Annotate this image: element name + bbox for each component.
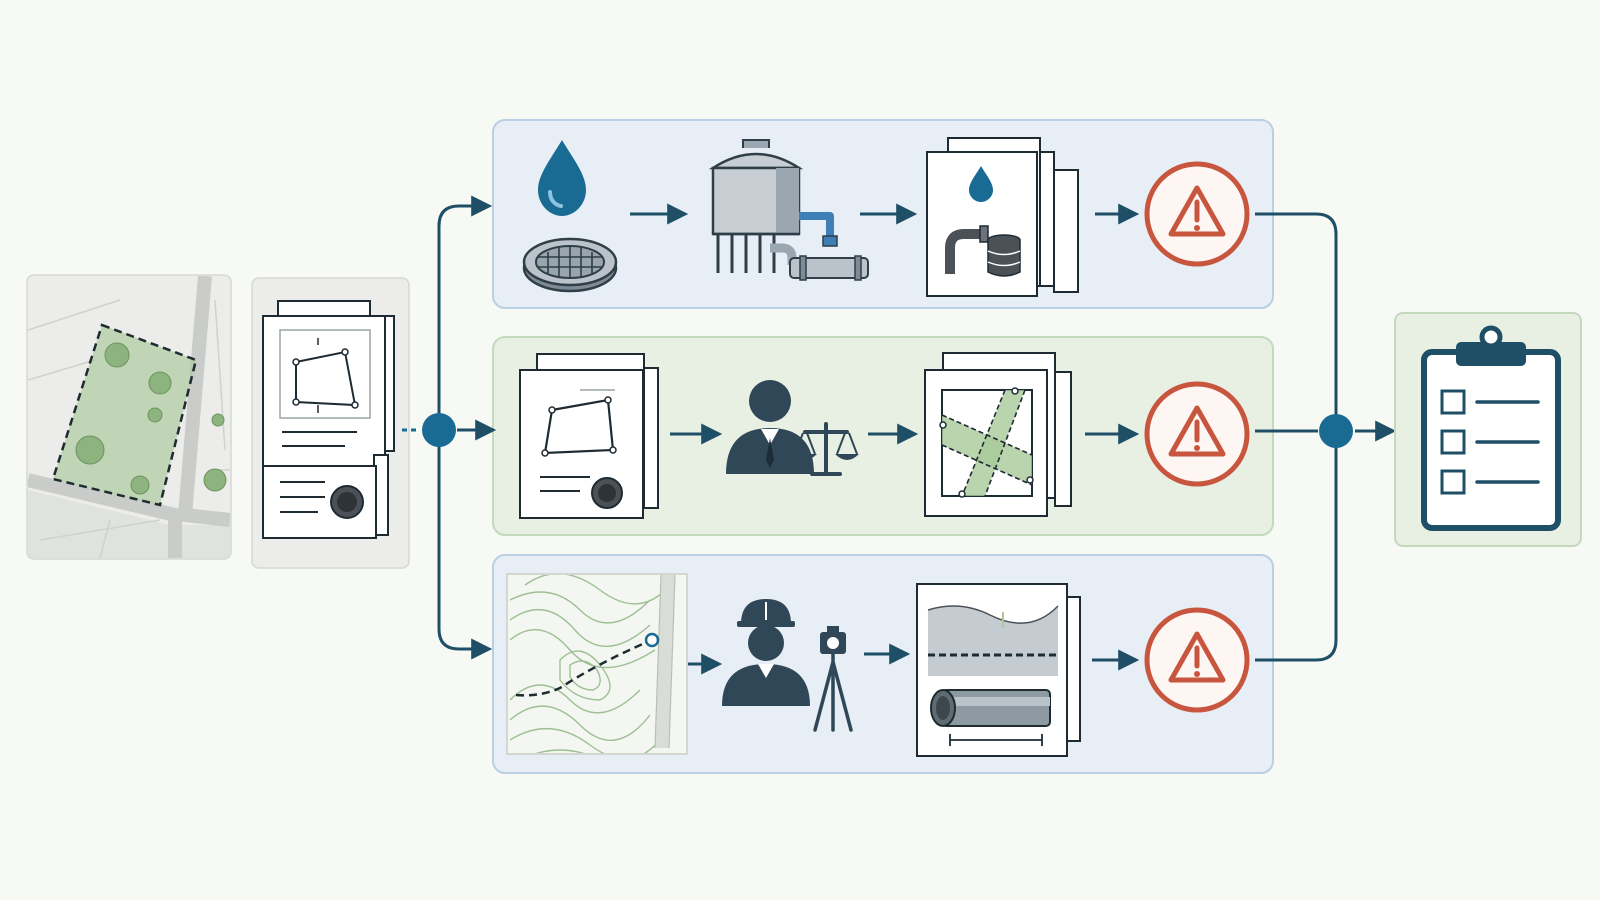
warning-icon bbox=[1144, 607, 1250, 713]
merge-connectors bbox=[1255, 212, 1397, 662]
water-drop-manhole-icon bbox=[522, 140, 618, 293]
easement-map-icon bbox=[924, 352, 1072, 517]
warning-icon bbox=[1144, 381, 1250, 487]
boundary-deed-icon bbox=[519, 353, 659, 519]
pipe-profile-icon bbox=[916, 583, 1081, 757]
water-tank-pipes-icon bbox=[708, 139, 869, 281]
warning-icon bbox=[1144, 161, 1250, 267]
merge-junction-icon bbox=[1319, 414, 1353, 448]
survey-documents-icon bbox=[251, 277, 410, 569]
split-connectors bbox=[402, 195, 497, 660]
utility-records-icon bbox=[926, 137, 1079, 297]
topographic-map-icon bbox=[506, 573, 688, 755]
surveyor-tripod-icon bbox=[722, 599, 853, 732]
checklist-clipboard-icon bbox=[1394, 312, 1582, 547]
legal-review-icon bbox=[726, 380, 859, 476]
site-plan-map-icon bbox=[26, 274, 232, 560]
split-junction-icon bbox=[422, 413, 456, 447]
